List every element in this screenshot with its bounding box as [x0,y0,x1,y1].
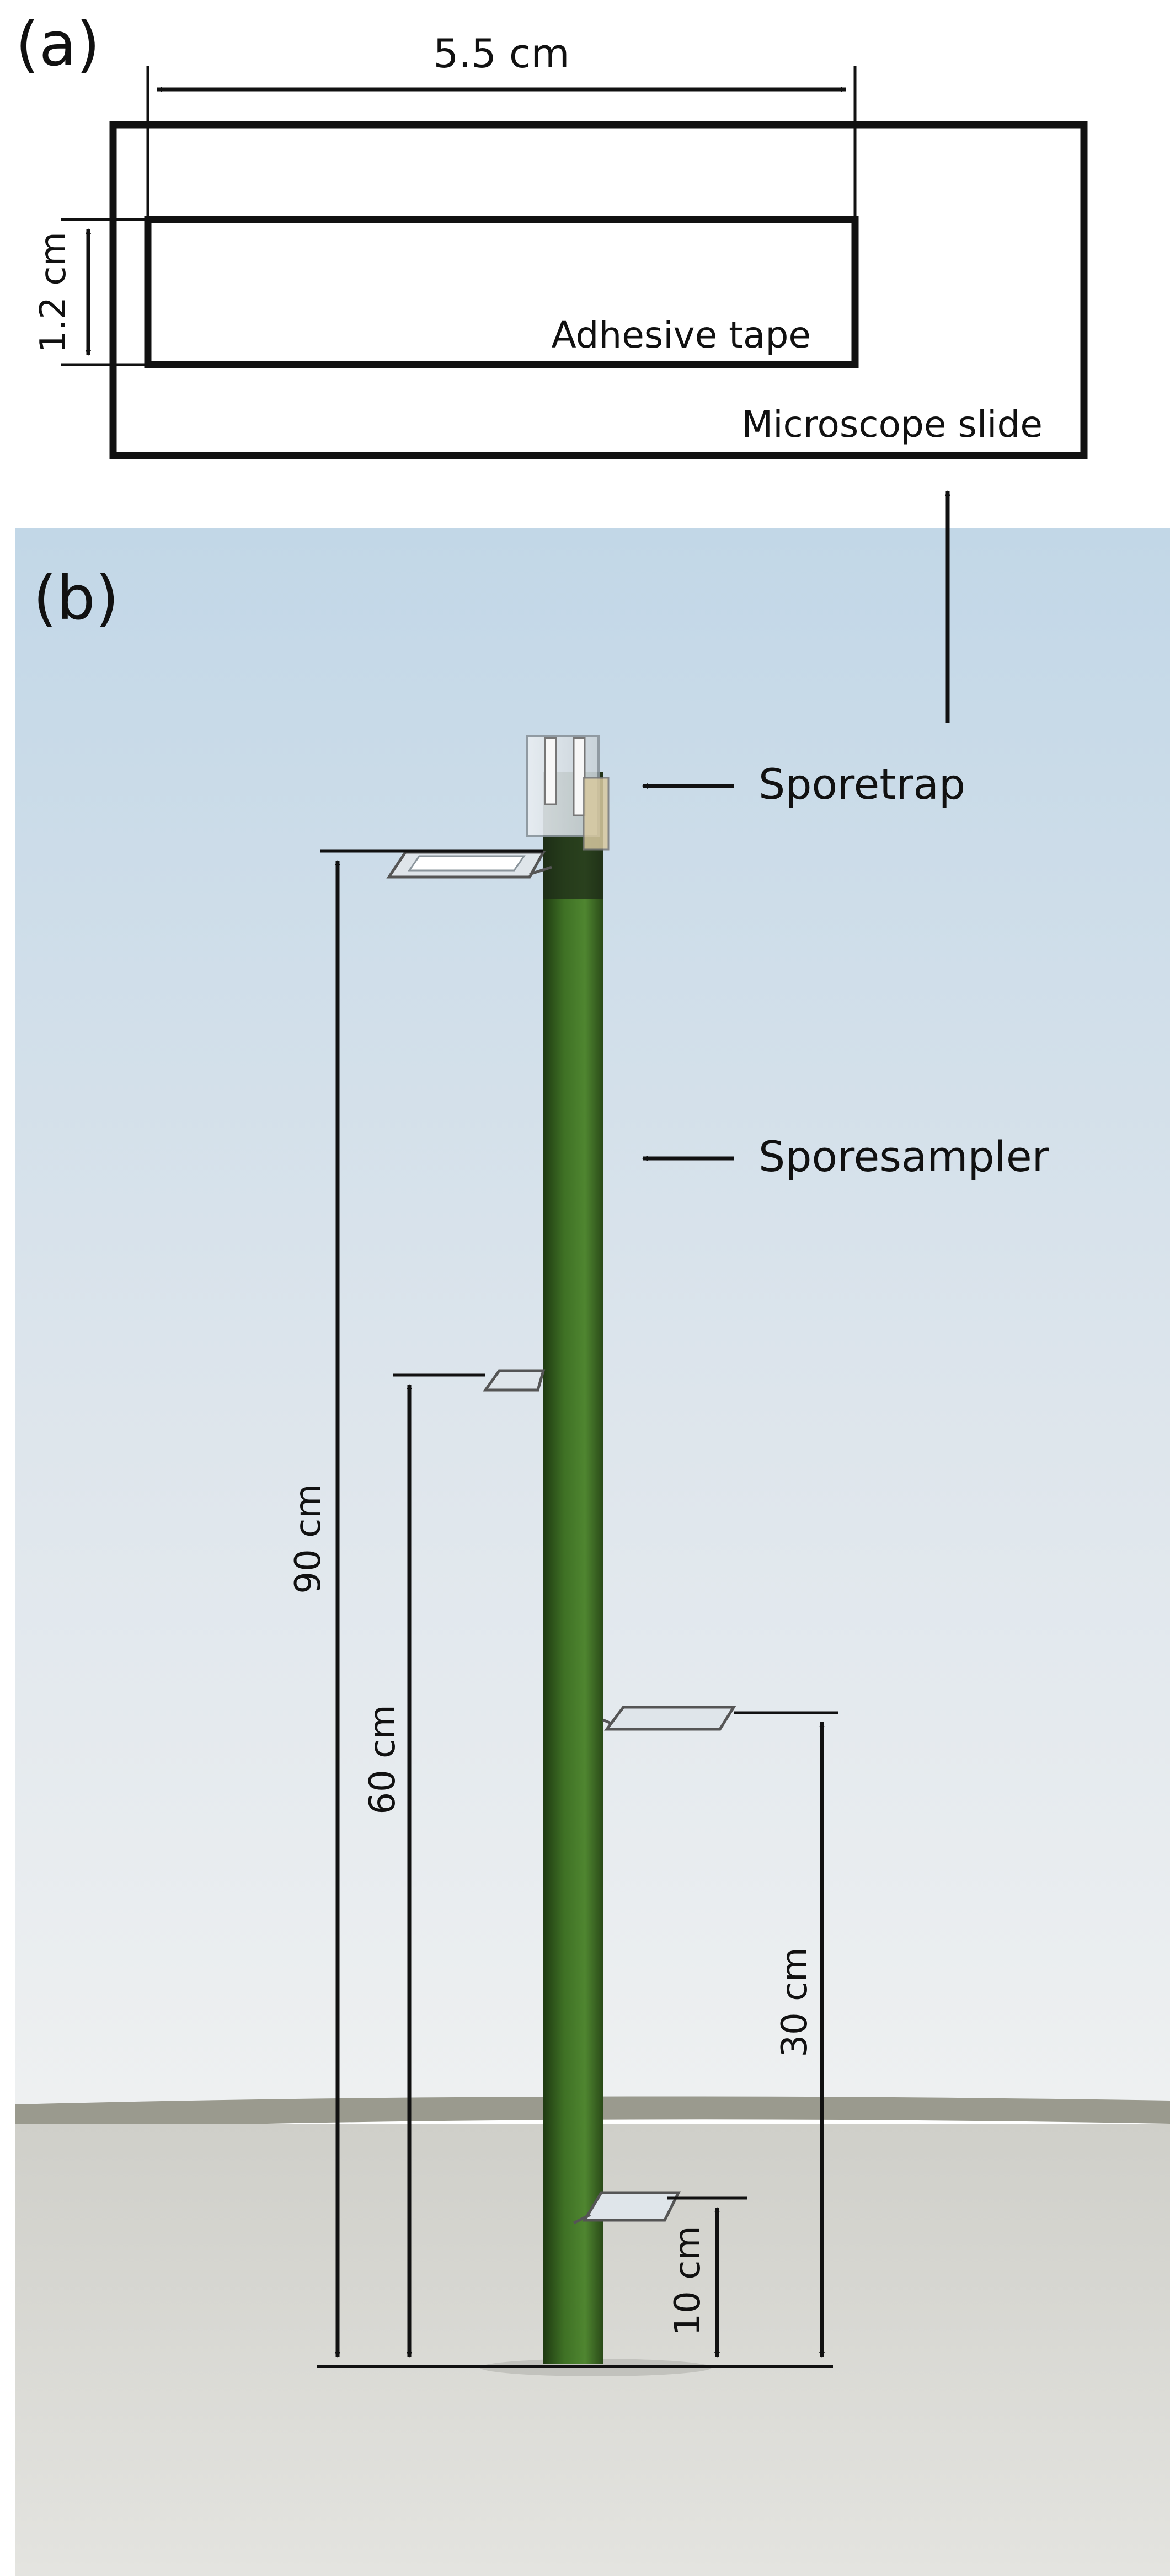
panel-b-label: (b) [33,563,119,633]
panel-a: (a) 5.5 cm 1.2 cm Adhesive tape Microsco… [15,9,1088,459]
height-label-60: 60 cm [362,1704,403,1814]
slide-holder-30 [602,1706,736,1731]
adhesive-tape [144,216,859,368]
panel-a-label: (a) [15,9,100,79]
height-label-10: 10 cm [667,2226,708,2335]
tape-label: Adhesive tape [551,314,811,356]
panel-b: (b) [15,490,1170,2576]
slide-holder-60 [483,1369,546,1392]
slide-label: Microscope slide [741,403,1043,446]
height-dimension-label: 1.2 cm [33,232,74,353]
height-label-90: 90 cm [288,1484,329,1594]
slide-holder-10 [573,2191,681,2225]
slide-holder-90 [386,851,552,879]
sporesampler-label: Sporesampler [758,1132,1050,1181]
height-label-30: 30 cm [774,1947,815,2057]
sporetrap-label: Sporetrap [758,760,965,809]
sporetrap [526,735,610,851]
width-dimension-label: 5.5 cm [433,30,569,77]
sporesampler-pole [543,772,603,2364]
